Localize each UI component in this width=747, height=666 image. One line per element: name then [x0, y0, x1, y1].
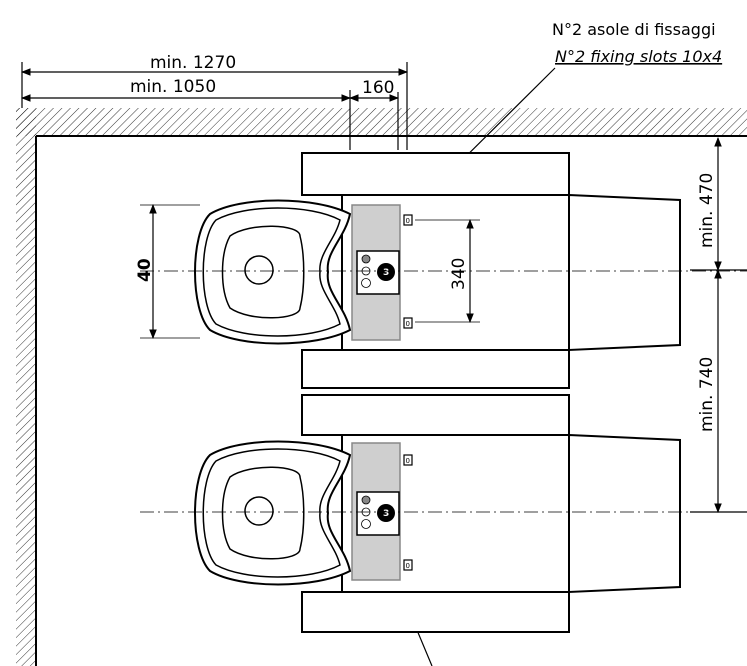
unit-bottom-seat [568, 433, 681, 594]
slot-bottom-upper-label: 0 [406, 457, 410, 465]
unit-top: 0 0 3 [140, 152, 747, 389]
unit-top-seat [568, 193, 681, 352]
horizontal-dimensions [21, 62, 408, 150]
label-160: 160 [362, 78, 394, 98]
unit-top-drain [244, 255, 274, 285]
unit-bottom-front-box [301, 591, 570, 633]
unit-bottom-back-box [301, 394, 570, 436]
wall-top-hatch [16, 108, 747, 136]
note-fixing-it: N°2 asole di fissaggi [552, 20, 716, 39]
slot-top-lower [403, 317, 413, 329]
label-340: 340 [449, 258, 469, 290]
slot-top-upper [403, 214, 413, 226]
label-min-1050: min. 1050 [130, 77, 216, 97]
label-min-1270: min. 1270 [150, 53, 236, 73]
unit-top-main-button-label: 3 [383, 268, 389, 278]
wall-left-hatch [16, 108, 36, 666]
label-min-470: min. 470 [697, 173, 717, 248]
slot-bottom-lower-label: 0 [406, 562, 410, 570]
unit-top-back-box [301, 152, 570, 196]
slot-top-upper-label: 0 [406, 217, 410, 225]
unit-bottom-main-button [377, 504, 395, 522]
label-40: 40 [135, 258, 155, 282]
slot-bottom-upper [403, 454, 413, 466]
slot-top-lower-label: 0 [406, 320, 410, 328]
vertical-dimensions-right [690, 137, 747, 513]
unit-top-main-button [377, 263, 395, 281]
wall [16, 108, 747, 666]
unit-bottom-main-button-label: 3 [383, 509, 389, 519]
unit-bottom-drain [244, 496, 274, 526]
unit-top-front-box [301, 349, 570, 389]
note-fixing-en: N°2 fixing slots 10x4 [555, 47, 722, 66]
slot-bottom-lower [403, 559, 413, 571]
label-min-740: min. 740 [697, 357, 717, 432]
unit-bottom: 0 0 3 [140, 394, 747, 633]
